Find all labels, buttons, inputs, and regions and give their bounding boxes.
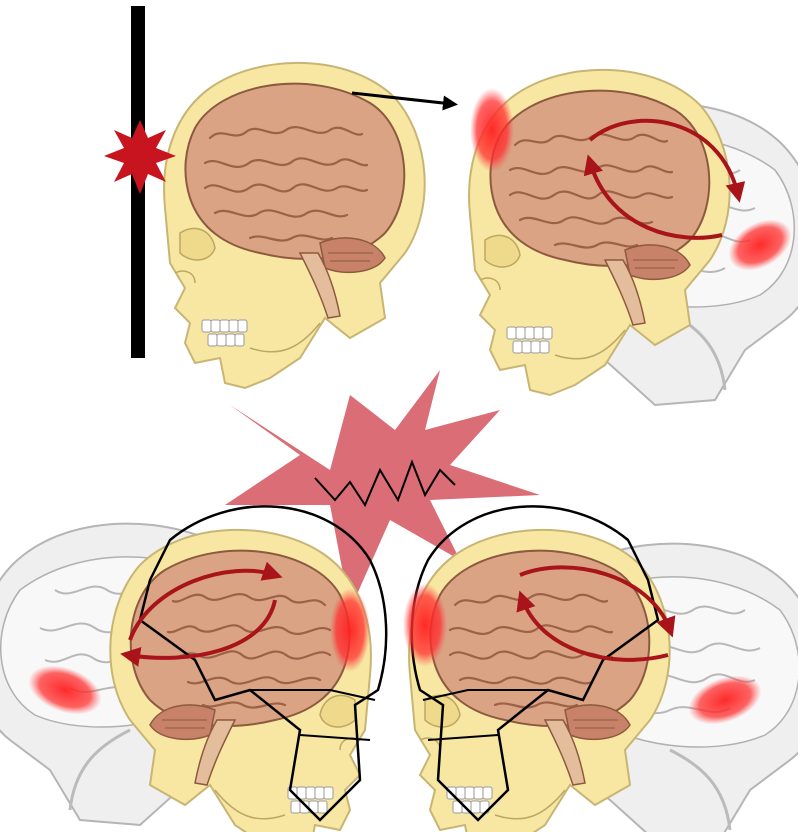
injury-site-right-front [403,583,447,667]
coup-contrecoup-panel [469,70,798,405]
impact-panel [104,6,452,388]
collision-panel [0,370,798,832]
injury-site-left-front [330,588,370,672]
injury-site-front [470,88,514,172]
